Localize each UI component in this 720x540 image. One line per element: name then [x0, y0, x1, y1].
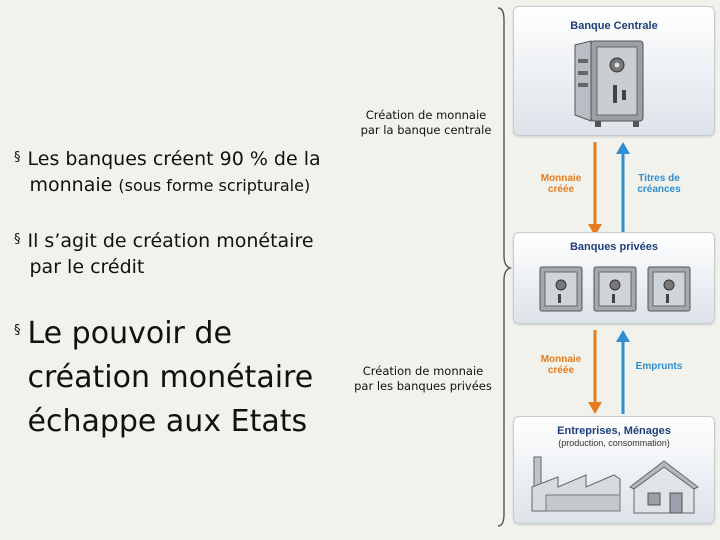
label-money-created-2: Monnaie créée — [531, 354, 591, 376]
label-loans: Emprunts — [635, 361, 683, 372]
note-private-line-1: Création de monnaie — [362, 364, 484, 378]
private-safes-icon — [539, 266, 691, 312]
note-private-banks: Création de monnaie par les banques priv… — [349, 364, 497, 394]
bullet-1-line-2: monnaie — [29, 174, 113, 196]
firms-households-box: Entreprises, Ménages (production, consom… — [513, 416, 715, 524]
label-debt-securities-l2: créances — [637, 184, 681, 195]
bullet-marker: § — [14, 232, 21, 247]
central-bank-title: Banque Centrale — [570, 20, 658, 32]
firms-households-sub: (production, consommation) — [558, 438, 670, 448]
label-debt-securities: Titres de créances — [629, 173, 689, 195]
label-money-created-2-l2: créée — [547, 365, 575, 376]
bullet-marker: § — [14, 150, 21, 165]
arrow-up-icon — [616, 142, 630, 154]
safe-icon — [574, 40, 644, 127]
label-money-created-1-l2: créée — [547, 184, 575, 195]
note-central-bank: Création de monnaie par la banque centra… — [352, 108, 500, 138]
bullet-power: § Le pouvoir de création monétaire échap… — [14, 312, 313, 444]
bullet-1-sub: (sous forme scripturale) — [118, 176, 311, 195]
bullet-3-line-3: échappe aux Etats — [27, 404, 308, 439]
bullet-bank-money: § Les banques créent 90 % de la monnaie … — [14, 146, 321, 199]
label-money-created-1-l1: Monnaie — [540, 173, 582, 184]
note-central-line-2: par la banque centrale — [360, 123, 492, 137]
arrow-down-icon — [588, 402, 602, 414]
note-private-line-2: par les banques privées — [354, 379, 492, 393]
bullet-3-line-1: Le pouvoir de — [27, 316, 232, 351]
firms-households-title: Entreprises, Ménages — [557, 425, 671, 437]
flow-arrows-1 — [588, 142, 630, 236]
label-debt-securities-l1: Titres de — [638, 173, 680, 184]
private-banks-title: Banques privées — [569, 241, 659, 253]
bullet-credit: § Il s’agit de création monétaire par le… — [14, 228, 314, 280]
label-money-created-2-l1: Monnaie — [540, 354, 582, 365]
bullet-2-line-2: par le crédit — [29, 256, 145, 278]
bullet-3-line-2: création monétaire — [27, 360, 314, 395]
label-money-created-1: Monnaie créée — [531, 173, 591, 195]
brace — [497, 7, 513, 527]
central-bank-box: Banque Centrale — [513, 6, 715, 136]
bullet-marker: § — [14, 323, 21, 338]
note-central-line-1: Création de monnaie — [365, 108, 487, 122]
bullet-1-line-1: Les banques créent 90 % de la — [27, 148, 321, 170]
arrow-up-icon — [616, 330, 630, 342]
private-banks-box: Banques privées — [513, 232, 715, 324]
factory-house-icon — [531, 456, 699, 514]
flow-arrows-2 — [588, 330, 630, 414]
money-creation-diagram: Banque Centrale Monnaie créée Titres de … — [513, 6, 715, 534]
bullet-2-line-1: Il s’agit de création monétaire — [27, 230, 314, 252]
arrow-down-icon — [588, 224, 602, 236]
